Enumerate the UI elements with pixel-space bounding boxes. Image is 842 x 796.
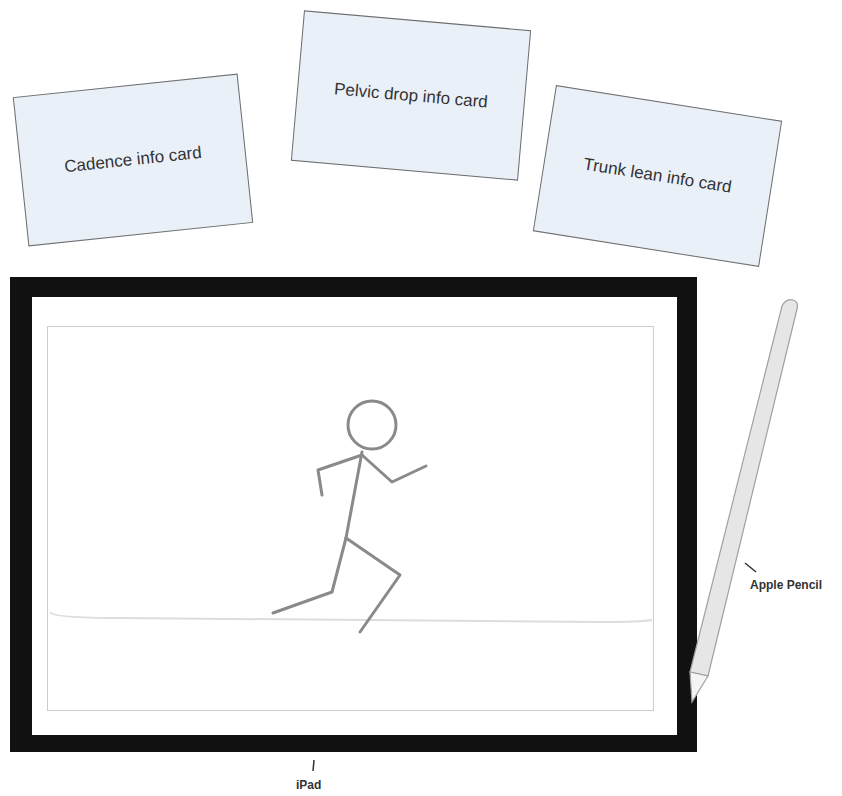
- video-frame: [48, 327, 654, 711]
- part-label: iPad: [296, 778, 321, 792]
- leader-line: [313, 760, 314, 771]
- ground-line: [50, 612, 652, 622]
- ipad-frame: [10, 277, 697, 752]
- info-card: Pelvic drop info card: [291, 10, 531, 180]
- pencil-tip: [690, 672, 708, 702]
- runner-back-arm: [318, 455, 362, 495]
- runner-head: [348, 401, 396, 449]
- card-title: Cadence info card: [57, 136, 210, 184]
- part-label: Apple Pencil: [750, 578, 822, 592]
- runner-back-leg: [273, 538, 346, 613]
- stick-figure-runner: [273, 401, 426, 632]
- runner-front-leg: [346, 538, 400, 632]
- pencil-body: [690, 300, 798, 676]
- info-card: Cadence info card: [13, 74, 253, 247]
- card-title: Trunk lean info card: [575, 148, 740, 205]
- card-title: Pelvic drop info card: [327, 72, 495, 118]
- apple-pencil: [690, 300, 798, 702]
- ipad-screen: [32, 297, 677, 735]
- info-card: Trunk lean info card: [532, 85, 781, 267]
- leader-line: [745, 563, 756, 572]
- runner-torso: [346, 452, 362, 538]
- runner-front-arm: [362, 455, 426, 482]
